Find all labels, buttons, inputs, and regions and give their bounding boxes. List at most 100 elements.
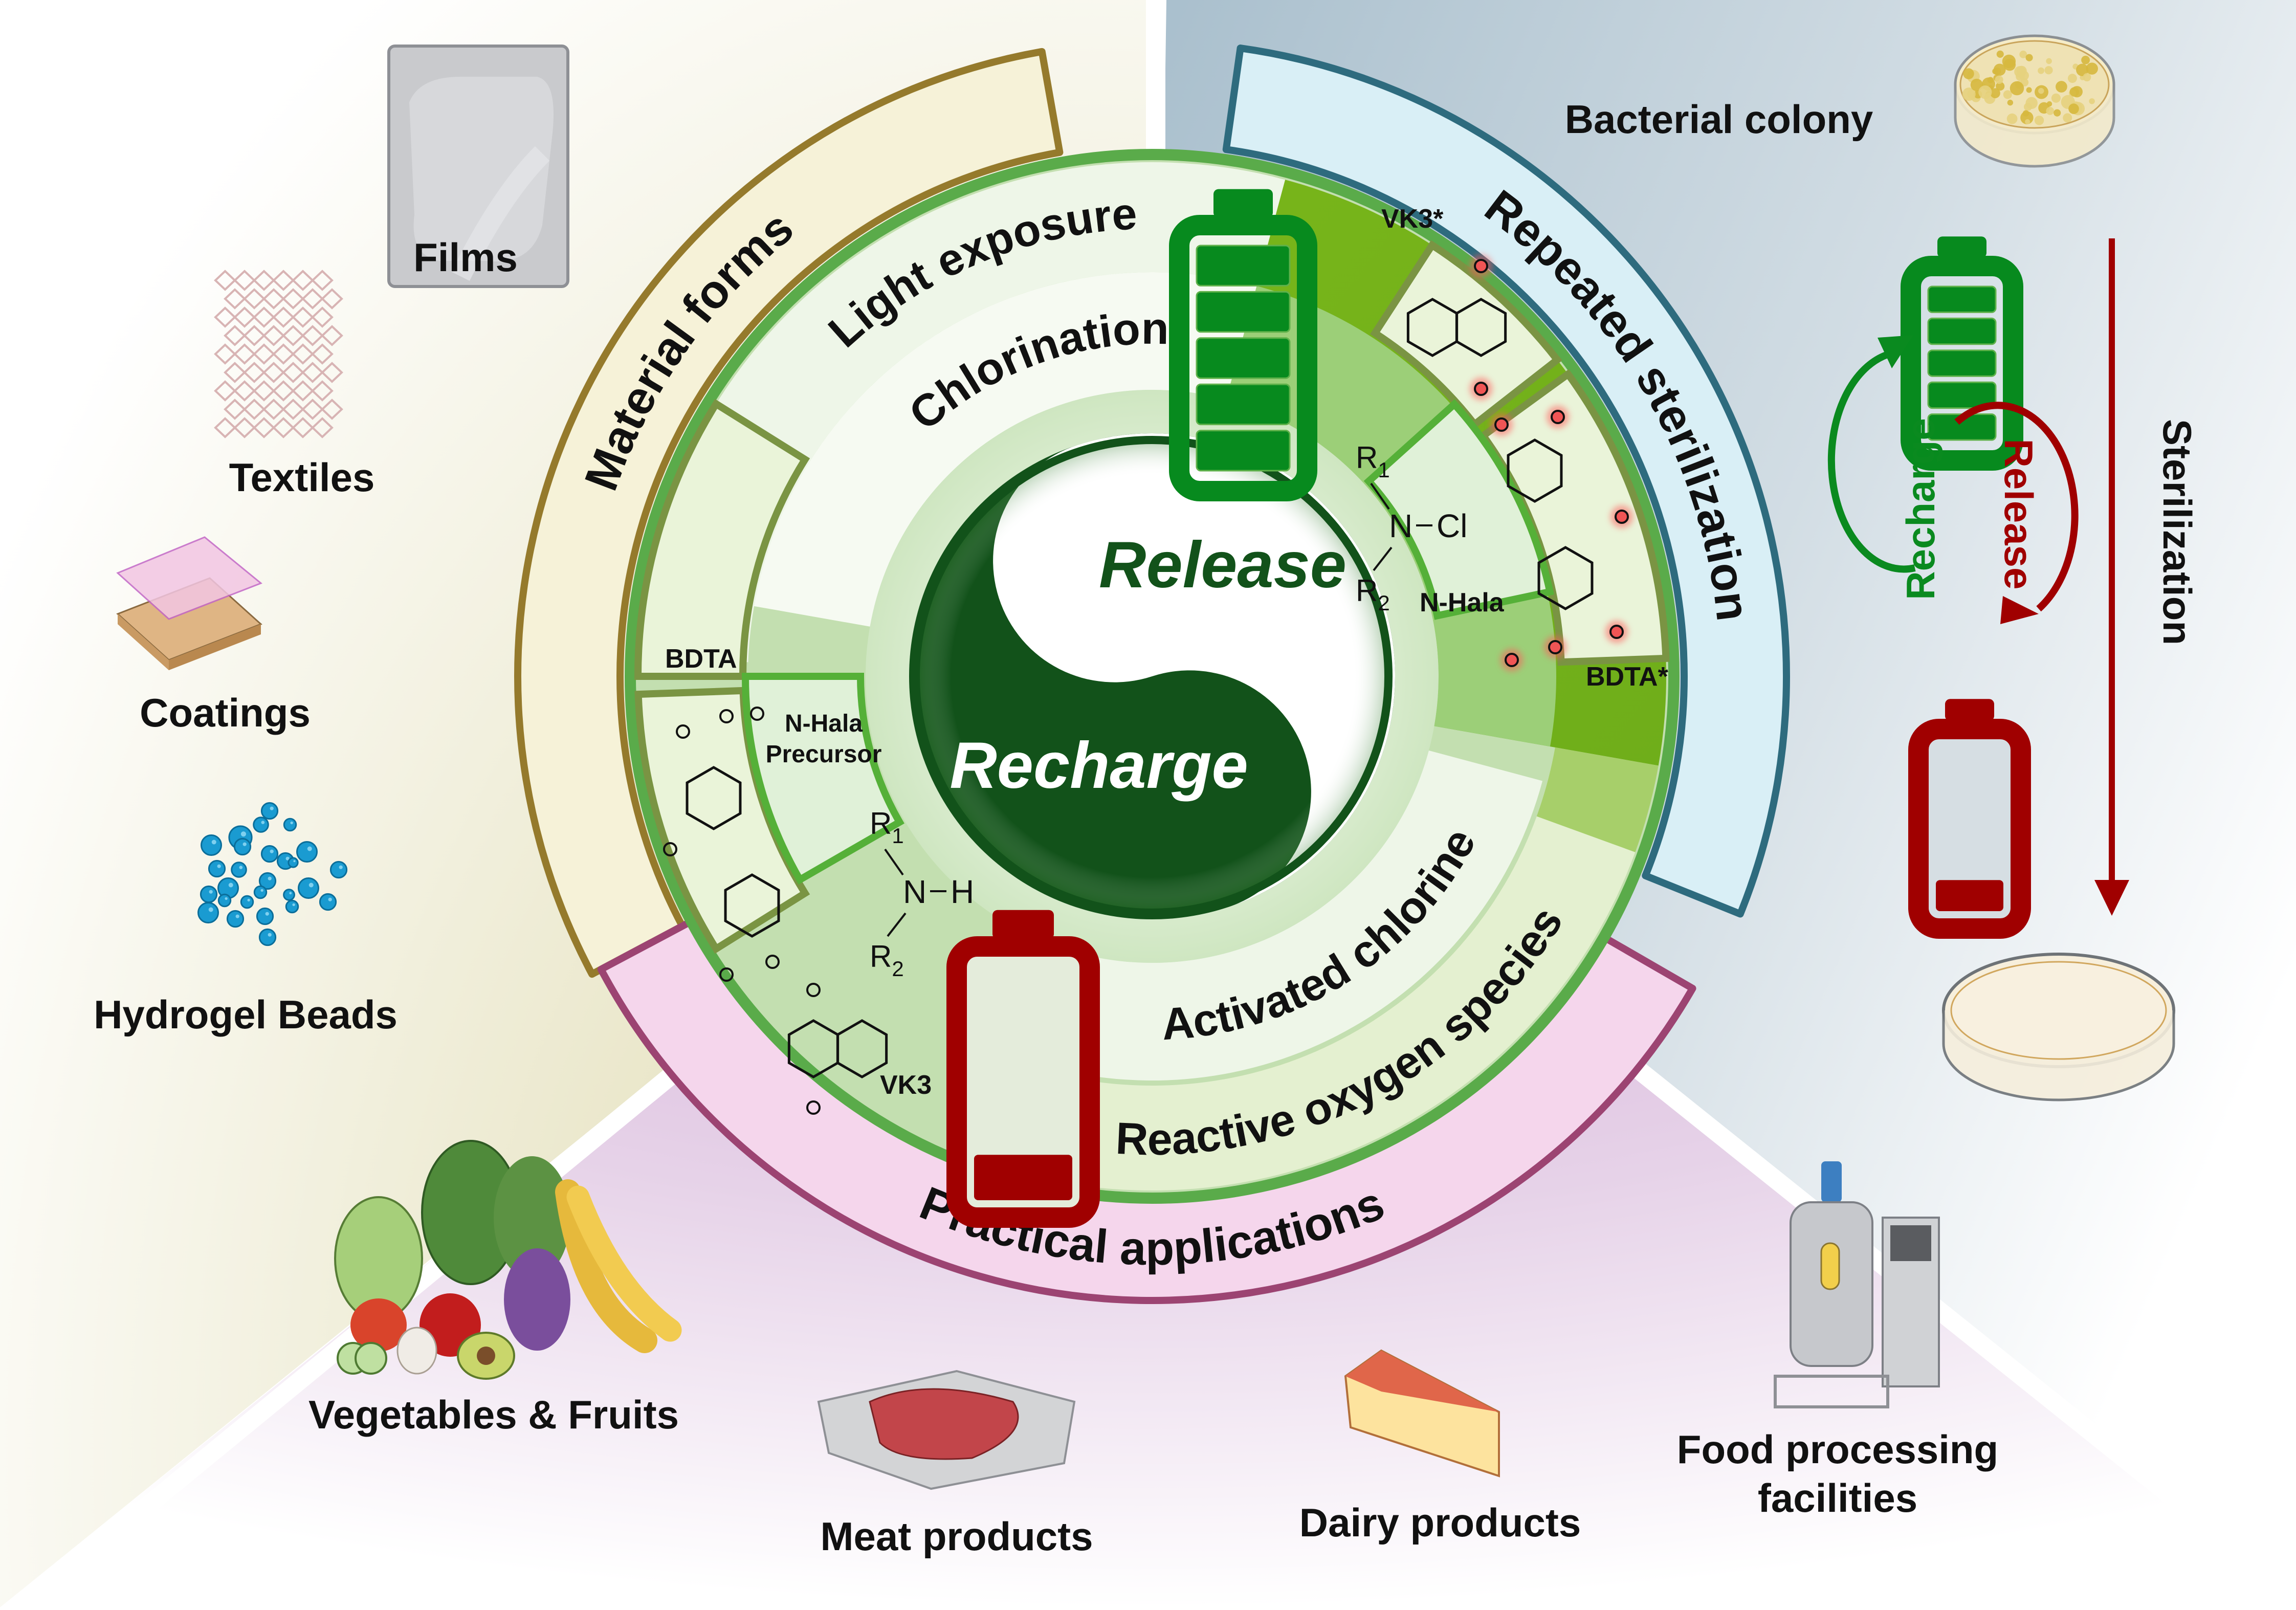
bacterial-colony-dot: [2067, 74, 2077, 83]
beads-icon: [197, 802, 348, 946]
bacterial-colony-dot: [2006, 113, 2018, 124]
bacterial-colony-dot: [1996, 81, 2005, 91]
bead-highlight: [268, 933, 272, 937]
mesh-cell: [233, 343, 256, 365]
battery-cell: [1927, 381, 1997, 409]
hydrogel-bead: [283, 818, 297, 832]
battery-terminal: [1945, 699, 1994, 721]
hydrogel-bead: [226, 910, 245, 928]
bacterial-colony-dot: [2007, 99, 2014, 106]
bead-highlight: [247, 898, 250, 902]
bacterial-colony-dot: [1992, 68, 1998, 75]
mesh-cell: [262, 362, 285, 383]
battery-terminal: [1937, 236, 1986, 258]
hydrogel-bead: [201, 834, 222, 856]
bead-highlight: [292, 903, 295, 907]
battery-cell: [1927, 317, 1997, 345]
bacterial-colony-dot: [2083, 73, 2091, 82]
hydrogel-bead: [296, 841, 318, 863]
mesh-cell: [243, 362, 266, 383]
mesh-cell: [321, 325, 343, 346]
mesh-cell: [224, 325, 246, 346]
side-battery-low-icon: [1908, 699, 2031, 939]
material-label-films: Films: [413, 235, 518, 280]
mesh-cell: [321, 399, 343, 420]
mesh-cell: [321, 288, 343, 310]
hydrogel-bead: [329, 861, 348, 879]
oxygen-atom: [1474, 259, 1488, 273]
produce-icon: [334, 1140, 682, 1380]
bacterial-colony-dot: [2022, 110, 2029, 117]
mesh-cell: [262, 399, 285, 420]
mesh-cell: [224, 399, 246, 420]
battery-body: [1169, 215, 1317, 501]
bead-highlight: [211, 840, 216, 845]
bead-highlight: [339, 865, 343, 869]
bead-highlight: [217, 864, 221, 868]
bead-highlight: [225, 897, 228, 900]
bacterial-colony-dot: [1996, 50, 2004, 58]
battery-cell: [1196, 430, 1291, 472]
material-forms-list: Films Textiles Coatings Hydrogel Beads: [94, 45, 569, 1037]
mesh-cell: [233, 306, 256, 328]
hydrogel-bead: [260, 845, 279, 863]
application-label-food-processing-1: Food processing: [1677, 1427, 1998, 1472]
mesh-cell: [214, 417, 236, 438]
bead-highlight: [328, 897, 332, 901]
benzene-ring: [686, 766, 742, 830]
bond: [887, 912, 907, 937]
bead-highlight: [260, 889, 263, 892]
label-bdta-star: BDTA*: [1586, 662, 1669, 692]
oxygen-atom: [806, 983, 821, 997]
hydrogel-bead: [253, 885, 268, 899]
bacterial-colony-dot: [2086, 62, 2098, 75]
benzene-ring: [724, 873, 780, 938]
battery-terminal: [1213, 189, 1273, 218]
bacterial-colony-dot: [1995, 75, 2003, 84]
bacterial-colony-dot: [2056, 81, 2067, 93]
bacterial-colony-dot: [2081, 55, 2090, 64]
bacterial-colony-dot: [1990, 88, 2000, 98]
n-hala-precursor-panel: [741, 673, 904, 885]
label-n-hala-precursor-2: Precursor: [766, 741, 882, 768]
bead-highlight: [285, 856, 290, 861]
bacterial-colony-dot: [2069, 87, 2079, 97]
mesh-cell: [243, 325, 266, 346]
mesh-cell: [272, 270, 295, 291]
bacterial-colony-dot: [2014, 66, 2026, 78]
mesh-cell: [243, 288, 266, 310]
release-arrow: [1954, 402, 2079, 612]
mesh-cell: [292, 343, 314, 365]
oxygen-atom: [1505, 653, 1519, 667]
cheese-icon: [1344, 1349, 1500, 1477]
benzene-ring: [1507, 438, 1563, 503]
n-hala-panel: [1363, 399, 1554, 620]
oxygen-atom: [750, 707, 764, 721]
battery-cell: [1196, 291, 1291, 333]
oxygen-atom: [765, 955, 780, 969]
bacterial-colony-dot: [2019, 50, 2027, 58]
battery-cell: [1196, 383, 1291, 426]
mesh-cell: [292, 380, 314, 402]
mesh-cell: [311, 417, 334, 438]
hydrogel-bead: [258, 872, 277, 890]
bacterial-colony-dot: [2038, 87, 2044, 94]
mesh-cell: [214, 306, 236, 328]
bead-highlight: [270, 806, 274, 810]
material-label-textiles: Textiles: [229, 455, 375, 500]
battery-body: [946, 936, 1100, 1228]
vk3-star-panel: [1370, 240, 1562, 430]
mesh-cell: [253, 306, 275, 328]
mesh-cell: [272, 417, 295, 438]
bead-highlight: [270, 849, 274, 853]
bead-highlight: [239, 866, 243, 869]
bond: [884, 848, 904, 876]
bacterial-colony-dot: [2046, 101, 2052, 107]
mesh-cell: [233, 417, 256, 438]
mesh-textile-icon: [214, 270, 343, 438]
bead-highlight: [240, 831, 247, 837]
mesh-cell: [321, 362, 343, 383]
mesh-cell: [272, 380, 295, 402]
